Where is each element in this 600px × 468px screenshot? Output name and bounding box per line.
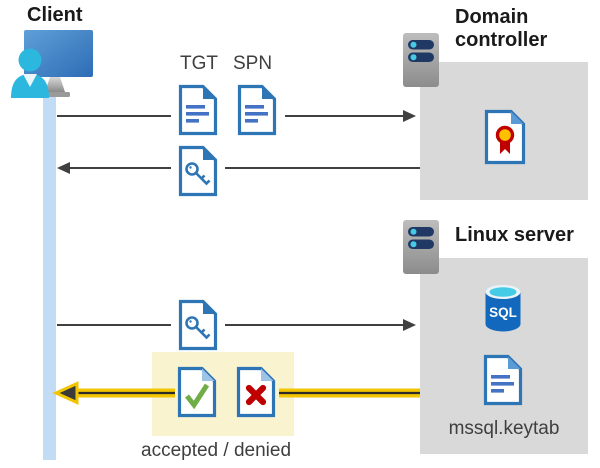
tgt-label: TGT [180,53,218,74]
spn-label: SPN [233,53,273,74]
seal-rosette [495,125,515,154]
linux-server-title: Linux server [455,224,574,246]
monitor-stand [45,77,65,92]
x-glyph [245,384,267,406]
arrow-client-to-dc [57,110,416,122]
client-lifeline [43,97,56,460]
person-glyph [11,48,49,98]
arrow-client-to-linux [57,319,416,331]
client-title: Client [27,4,83,26]
client-person-monitor-icon [11,30,93,98]
key-glyph [185,316,211,340]
service-ticket-key-doc-icon [178,299,218,351]
keytab-filename-label: mssql.keytab [448,418,560,439]
linux-server-tower-icon [403,220,439,274]
arrow-dc-to-client [57,162,420,174]
sql-icon-label: SQL [489,305,517,320]
denied-doc-icon [236,366,276,418]
spn-ticket-icon [237,84,277,136]
accepted-denied-label: accepted / denied [141,440,292,461]
check-glyph [185,383,210,410]
sql-database-icon: SQL [485,285,521,332]
tgt-ticket-icon [178,84,218,136]
keytab-file-icon [483,354,523,406]
accepted-doc-icon [177,366,217,418]
key-glyph [185,162,211,186]
domain-controller-title: Domain controller [455,6,548,51]
dc-server-tower-icon [403,33,439,87]
certificate-icon [484,109,526,165]
monitor-screen [24,30,93,77]
arrow-linux-to-client-result [52,381,420,405]
session-key-doc-icon [178,145,218,197]
